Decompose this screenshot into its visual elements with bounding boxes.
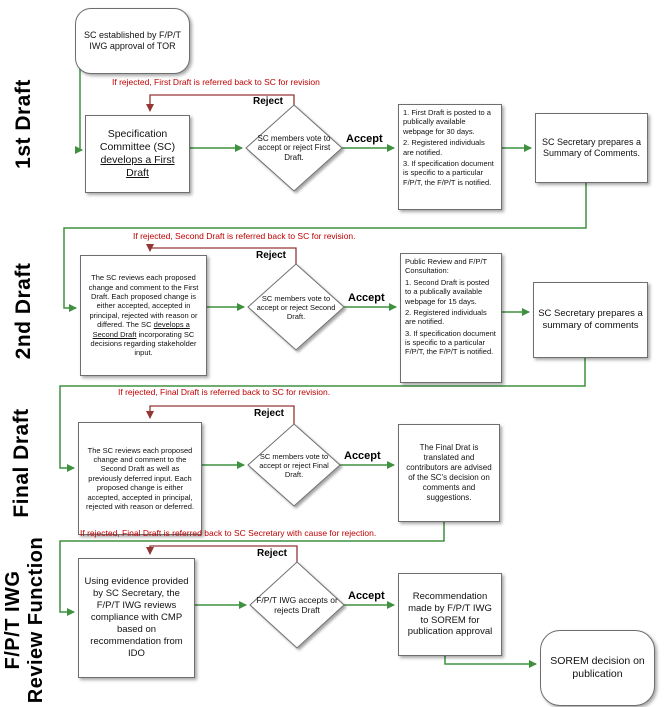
review2-text: The SC reviews each proposed change and … [85,273,202,357]
reject-label-3: Reject [254,408,285,419]
decision-1-label: SC members vote to accept or reject Firs… [257,133,331,162]
reject-label-1: Reject [253,96,284,107]
accept-label-3: Accept [344,450,381,462]
reject-note-3: If rejected, Final Draft is referred bac… [118,387,331,397]
review2-text-underlined: develops a Second Draft [92,320,190,339]
summary2-box: SC Secretary prepares a summary of comme… [533,282,648,358]
posting2-title: Public Review and F/P/T Consultation: [405,257,487,276]
reject-note-2: If rejected, Second Draft is referred ba… [133,231,356,241]
reject-edge-1 [146,94,295,112]
decision-2-shape [247,263,345,351]
reject-note-1: If rejected, First Draft is referred bac… [112,77,320,87]
posting2-line-2: 2. Registered individuals are notified. [405,307,487,327]
posting2-line-1: 1. Second Draft is posted to a publicall… [405,277,490,306]
sc-develop-box: Specification Committee (SC) develops a … [85,115,190,193]
edge-final-to-review4 [59,514,445,616]
lane-label-final-draft: Final Draft [10,408,33,518]
decision-3-shape [247,423,341,507]
review2-box: The SC reviews each proposed change and … [80,255,207,376]
edge-summary1-to-review2 [63,175,587,312]
reject-label-2: Reject [256,250,287,261]
review3-box: The SC reviews each proposed change and … [78,422,202,535]
review2-text-plain: The SC reviews each proposed change and … [88,273,199,330]
posting1-line-1: 1. First Draft is posted to a publically… [403,108,491,136]
sc-develop-text-plain: Specification Committee (SC) [99,127,176,153]
posting1-line-3: 3. If specification document is specific… [403,158,494,187]
posting2-line-3: 3. If specification document is specific… [405,328,496,357]
decision-4-shape [249,561,345,649]
posting2-box: Public Review and F/P/T Consultation: 1.… [400,253,502,383]
accept-label-1: Accept [346,133,383,145]
sorem-node: SOREM decision on publication [540,630,655,706]
sc-develop-text: Specification Committee (SC) develops a … [90,128,185,181]
lane-label-2nd-draft: 2nd Draft [12,262,35,360]
summary1-box: SC Secretary prepares a Summary of Comme… [535,113,648,183]
sc-develop-text-underlined: develops a First Draft [100,154,175,180]
edge-summary2-to-review3 [59,350,586,472]
decision-3-label: SC members vote to accept or reject Fina… [259,451,329,479]
reject-edge-2 [146,244,297,264]
start-node: SC established by F/P/T IWG approval of … [75,8,190,74]
reject-edge-4 [146,545,298,562]
recommendation-box: Recommendation made by F/P/T IWG to SORE… [398,573,502,656]
review2-text-tail: incorporating SC decisions regarding sta… [90,329,197,358]
lane-label-1st-draft: 1st Draft [12,79,35,169]
accept-label-4: Accept [348,590,385,602]
reject-label-4: Reject [257,548,288,559]
decision-2-label: SC members vote to accept or reject Seco… [256,293,336,321]
decision-4-label: F/P/T IWG accepts or rejects Draft [256,594,338,615]
posting1-line-2: 2. Registered individuals are notified. [403,138,485,157]
lane-label-fpt-iwg-review: F/P/T IWG Review Function [2,536,47,704]
review4-box: Using evidence provided by SC Secretary,… [78,558,195,678]
final-draft-box: The Final Drat is translated and contrib… [398,424,500,522]
reject-edge-3 [146,405,295,424]
accept-label-2: Accept [348,292,385,304]
decision-1-shape [245,104,343,192]
reject-note-4: If rejected, Final Draft is referred bac… [80,528,377,538]
posting1-box: 1. First Draft is posted to a publically… [398,104,502,210]
edge-start-to-sc [75,66,83,154]
